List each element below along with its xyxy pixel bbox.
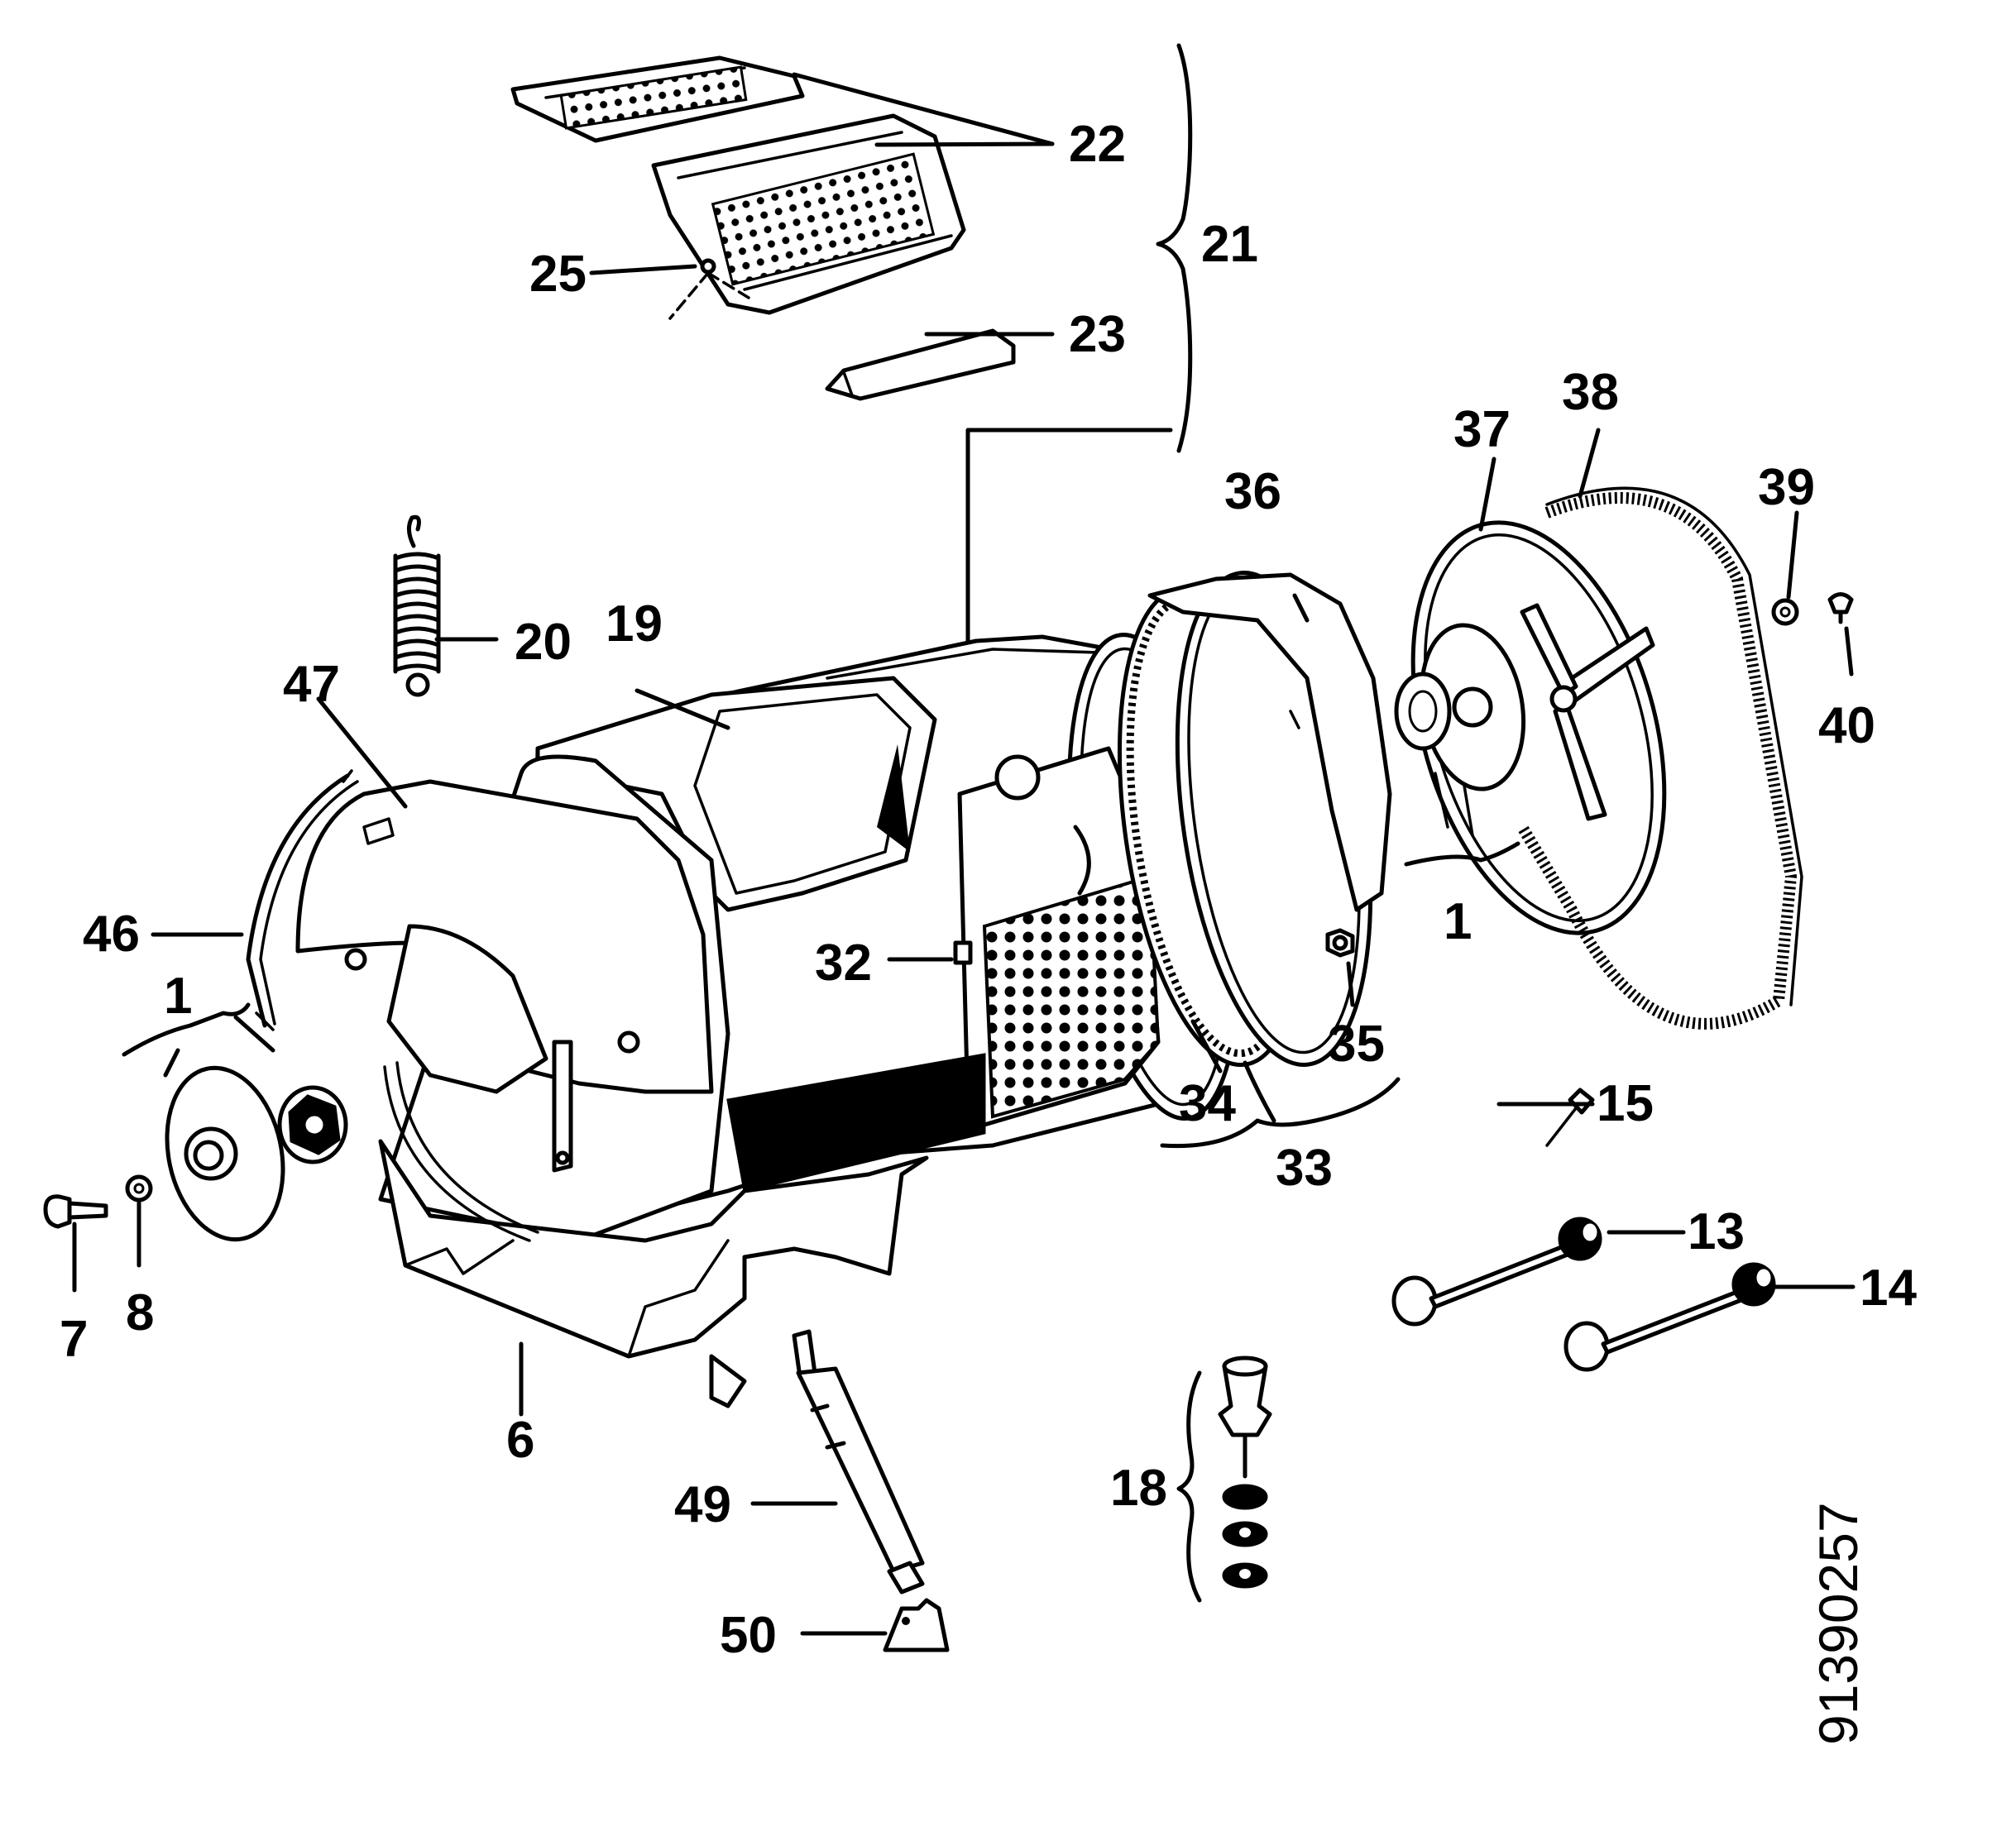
label-32: 32 [815,935,872,992]
washer-39 [1771,598,1799,626]
flange-hub [1394,623,1526,837]
label-8: 8 [126,1284,154,1341]
label-7: 7 [60,1311,88,1368]
label-13: 13 [1688,1203,1745,1260]
nut-35 [1325,928,1355,958]
label-25: 25 [529,246,587,303]
label-36: 36 [1224,463,1281,520]
label-33: 33 [1276,1140,1333,1197]
spring-20 [393,514,441,697]
foot-18 [1218,1355,1272,1589]
bracket-50 [883,1598,950,1652]
screw-15 [1545,1088,1595,1147]
label-46: 46 [83,906,140,963]
label-19: 19 [606,595,663,653]
label-38: 38 [1562,364,1619,421]
label-20: 20 [515,614,572,671]
rear-bearing-plate [1147,572,1392,912]
label-18: 18 [1110,1460,1167,1517]
bolt-40 [1827,592,1854,624]
lid-panel-outer [510,55,805,143]
ring-46 [246,773,350,1028]
label-15: 15 [1597,1075,1654,1132]
label-1-right: 1 [1444,893,1472,950]
label-47: 47 [283,656,340,713]
label-6: 6 [506,1412,534,1469]
washer-8 [125,1174,153,1202]
pulley [1410,520,1667,935]
label-22: 22 [1069,116,1126,173]
brace-18 [1176,1370,1202,1603]
shock-absorber-13 [1391,1217,1602,1327]
label-21: 21 [1201,216,1258,273]
label-14: 14 [1860,1260,1917,1317]
label-39: 39 [1758,459,1815,516]
lid-panel-inner [651,113,966,315]
label-37: 37 [1453,401,1511,458]
label-35: 35 [1328,1016,1385,1073]
label-40: 40 [1818,697,1875,754]
label-23: 23 [1069,306,1126,363]
callout-labels: 22 21 25 23 36 37 38 39 40 20 19 47 46 1… [60,116,1917,1664]
drive-belt [1516,486,1803,1030]
leader-lines [72,72,1856,1636]
drawing-code: 91390257 [1808,1502,1869,1745]
damper-49 [792,1329,925,1595]
clip-32 [953,940,973,965]
hub-cap [277,1085,348,1164]
front-flange [165,1065,285,1242]
screw-25 [668,258,750,320]
cradle-base [378,1061,929,1408]
bolt-7 [43,1194,108,1229]
brace-21 [1156,43,1193,453]
label-50: 50 [720,1607,777,1664]
front-panel [295,779,714,1173]
label-34: 34 [1179,1075,1236,1132]
label-1-left: 1 [164,968,192,1025]
lid-hinge [825,328,1016,401]
shock-absorber-14 [1563,1262,1776,1372]
label-49: 49 [674,1476,731,1533]
